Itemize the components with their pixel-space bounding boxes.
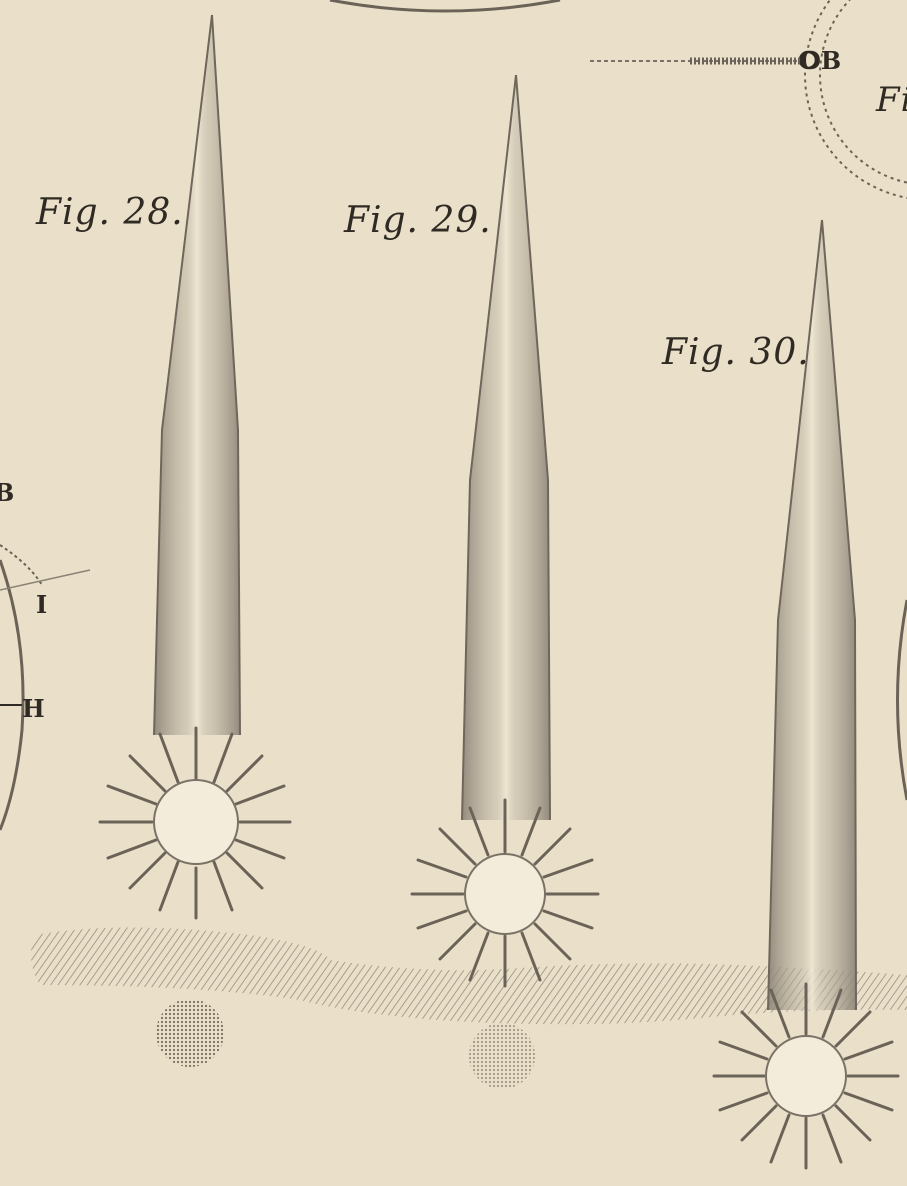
letter-i: I: [36, 590, 47, 619]
fig-28-label: Fig. 28.: [36, 192, 184, 233]
dark-disc-28: [156, 999, 224, 1067]
letter-h: H: [22, 694, 45, 723]
right-circle-arc: [898, 600, 907, 800]
top-right-circles: [590, 0, 907, 200]
top-circle-arc: [330, 0, 560, 11]
dark-disc-29: [469, 1023, 535, 1089]
fig-29-label: Fig. 29.: [344, 200, 492, 241]
comet-28: [100, 15, 290, 918]
letter-b: B: [0, 478, 14, 507]
letter-ob: OB: [800, 46, 841, 75]
partial-fig-label: Fi: [876, 80, 907, 120]
fig-30-label: Fig. 30.: [662, 332, 810, 373]
left-partial-figure: [0, 545, 90, 830]
